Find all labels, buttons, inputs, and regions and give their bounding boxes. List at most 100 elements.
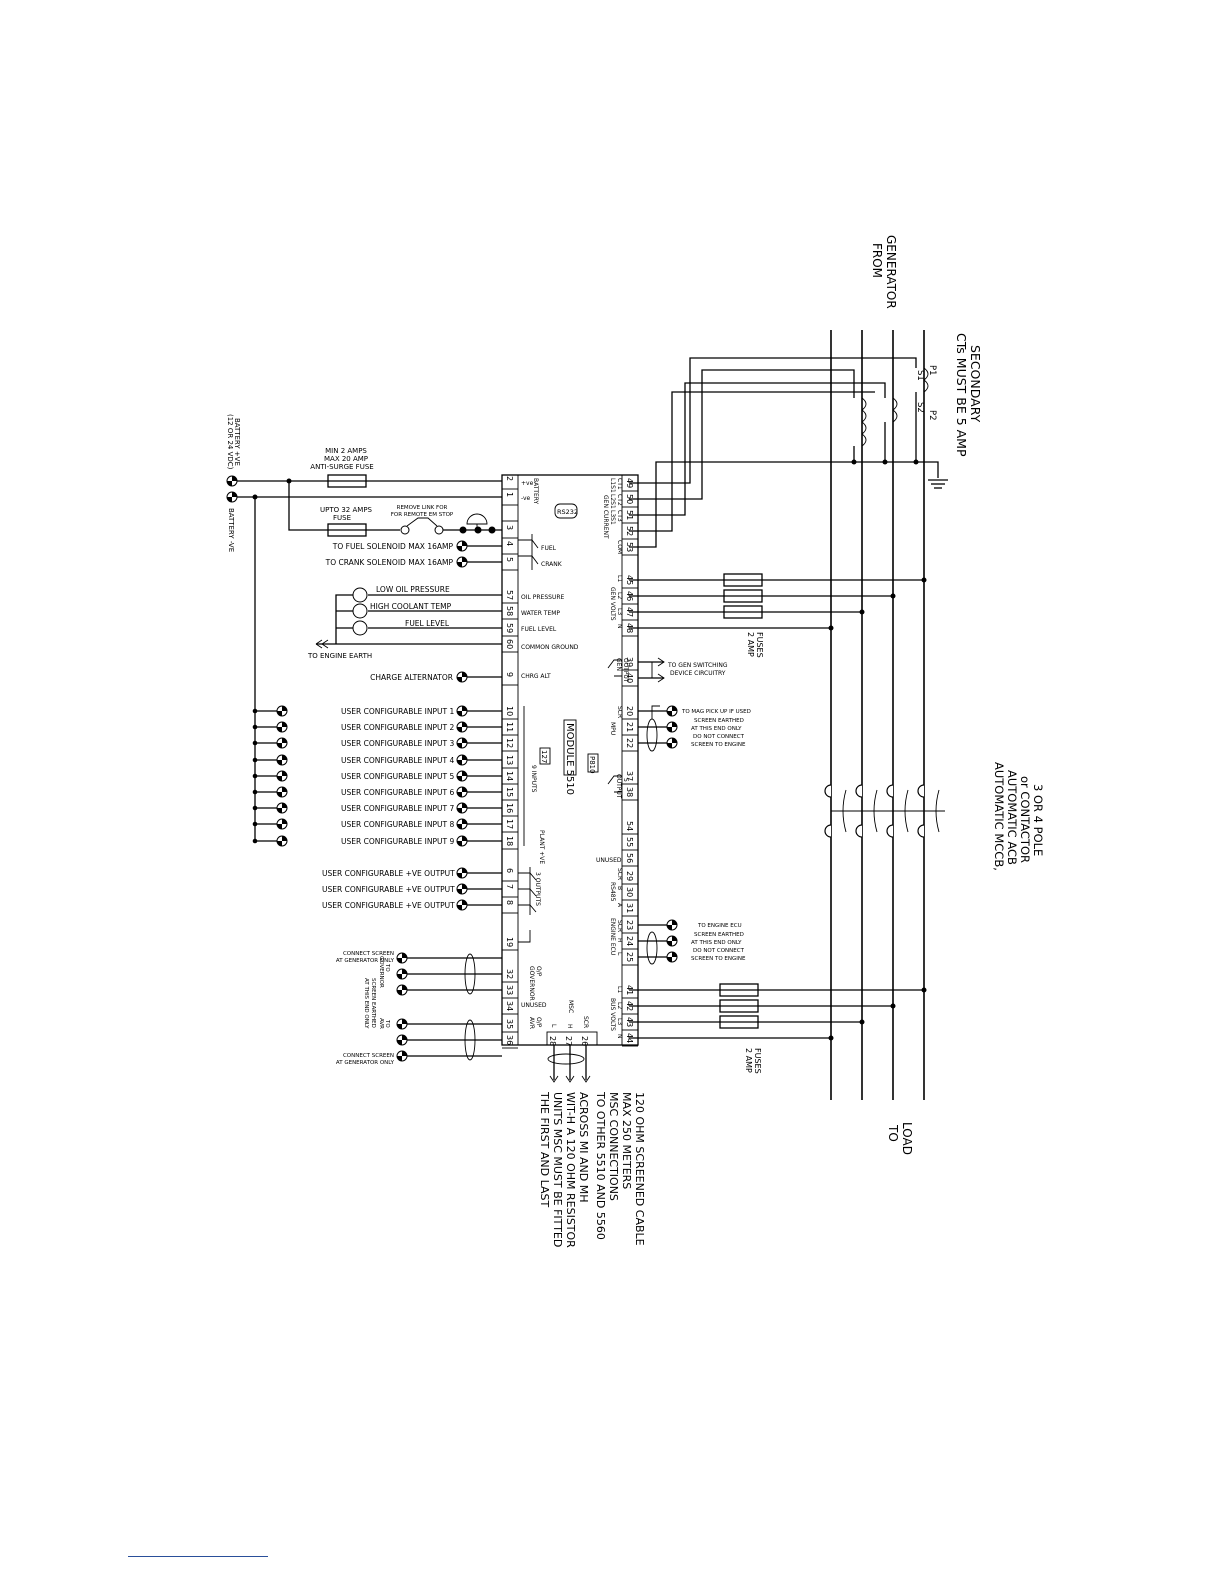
input-label: USER CONFIGURABLE INPUT 6 bbox=[341, 788, 454, 797]
terminal-number: 4 bbox=[505, 541, 514, 546]
svg-text:ENGINE ECU: ENGINE ECU bbox=[609, 918, 616, 955]
svg-text:26: 26 bbox=[580, 1036, 589, 1046]
input-label: USER CONFIGURABLE INPUT 2 bbox=[341, 723, 454, 732]
svg-text:3 OUTPUTS: 3 OUTPUTS bbox=[534, 872, 541, 906]
svg-text:TO GEN SWITCHING: TO GEN SWITCHING bbox=[667, 662, 728, 669]
svg-text:L3S1: L3S1 bbox=[609, 510, 616, 525]
svg-text:MODULE 5510: MODULE 5510 bbox=[564, 723, 575, 795]
terminal-number: 21 bbox=[625, 722, 634, 732]
svg-text:CHRG ALT: CHRG ALT bbox=[521, 673, 551, 680]
terminal-number: 40 bbox=[625, 673, 634, 683]
terminal-number: 57 bbox=[505, 590, 514, 600]
terminal-number: 55 bbox=[625, 837, 634, 847]
svg-text:FUEL LEVEL: FUEL LEVEL bbox=[405, 619, 450, 628]
input-label: USER CONFIGURABLE INPUT 9 bbox=[341, 837, 454, 846]
svg-text:CHARGE ALTERNATOR: CHARGE ALTERNATOR bbox=[370, 673, 453, 682]
svg-text:L3: L3 bbox=[616, 1018, 623, 1025]
sensor-wiring: LOW OIL PRESSURE HIGH COOLANT TEMP FUEL … bbox=[307, 585, 502, 660]
svg-text:CT3: CT3 bbox=[616, 510, 623, 522]
svg-text:L1: L1 bbox=[616, 575, 623, 582]
terminal-number: 42 bbox=[625, 1001, 634, 1011]
terminal-number: 10 bbox=[505, 706, 514, 716]
svg-text:CT1: CT1 bbox=[616, 478, 623, 490]
svg-text:L2: L2 bbox=[616, 592, 623, 599]
svg-text:SCR: SCR bbox=[616, 868, 623, 880]
output-label: USER CONFIGURABLE +VE OUTPUT bbox=[322, 885, 455, 894]
svg-text:-ve: -ve bbox=[521, 495, 531, 502]
ct-coils: P1 S1 S2 P2 bbox=[861, 365, 937, 447]
terminal-number: 22 bbox=[625, 738, 634, 748]
svg-text:THE FIRST AND LASTUNITS MSC MU: THE FIRST AND LASTUNITS MSC MUST BE FITT… bbox=[538, 1091, 590, 1248]
terminal-number: 35 bbox=[505, 1019, 514, 1029]
gen-switching-wiring: TO GEN SWITCHING DEVICE CIRCUITRY bbox=[607, 657, 728, 793]
svg-text:L: L bbox=[550, 1024, 557, 1028]
battery-wiring: BATTERY +VE(12 OR 24 VDC) BATTERY -VE MI… bbox=[226, 414, 502, 843]
output-label: USER CONFIGURABLE +VE OUTPUT bbox=[322, 869, 455, 878]
svg-text:S1: S1 bbox=[915, 370, 925, 381]
inner-left-labels: BATTERY +ve -ve FUEL CRANK OIL PRESSURE … bbox=[521, 478, 579, 1029]
terminal-number: 2 bbox=[505, 476, 514, 481]
terminal-number: 41 bbox=[625, 985, 634, 995]
terminal-number: 45 bbox=[625, 575, 634, 585]
svg-text:N: N bbox=[616, 1034, 623, 1039]
input-label: USER CONFIGURABLE INPUT 1 bbox=[341, 707, 454, 716]
svg-text:N: N bbox=[616, 624, 623, 629]
terminal-number: 20 bbox=[625, 706, 634, 716]
svg-text:SCREEN EARTHEDAT THIS END ONLY: SCREEN EARTHEDAT THIS END ONLY bbox=[363, 978, 376, 1029]
svg-text:L: L bbox=[616, 952, 623, 956]
svg-text:9 INPUTS: 9 INPUTS bbox=[530, 765, 537, 793]
terminal-number: 50 bbox=[625, 494, 634, 504]
solenoid-wiring: TO FUEL SOLENOID MAX 16AMP TO CRANK SOLE… bbox=[325, 540, 502, 568]
svg-text:P2: P2 bbox=[927, 410, 937, 421]
terminals-bottom: 28 27 26 bbox=[548, 1036, 589, 1046]
battery-terminal-icons bbox=[226, 475, 238, 503]
svg-text:L2S1: L2S1 bbox=[609, 494, 616, 509]
inner-right-labels: CT1 CT2 CT3 COM L1S1 L2S1 L3S1 GEN CURRE… bbox=[550, 478, 629, 1039]
terminal-number: 5 bbox=[505, 557, 514, 562]
svg-text:BATTERY: BATTERY bbox=[532, 478, 539, 505]
svg-text:H: H bbox=[566, 1024, 573, 1029]
terminal-number: 48 bbox=[625, 623, 634, 633]
svg-text:OUTPUT5: OUTPUT5 bbox=[615, 774, 629, 799]
charge-alt-wiring: CHARGE ALTERNATOR bbox=[370, 671, 502, 683]
terminal-number: 30 bbox=[625, 887, 634, 897]
gov-avr-terminal-icons bbox=[396, 952, 408, 1062]
terminal-number: 52 bbox=[625, 526, 634, 536]
output-label: USER CONFIGURABLE +VE OUTPUT bbox=[322, 901, 455, 910]
terminal-number: 18 bbox=[505, 836, 514, 846]
svg-text:127: 127 bbox=[540, 750, 548, 763]
svg-text:RS485: RS485 bbox=[609, 882, 616, 902]
terminal-number: 37 bbox=[625, 771, 634, 781]
svg-text:CRANK: CRANK bbox=[541, 561, 563, 568]
input-label: USER CONFIGURABLE INPUT 8 bbox=[341, 820, 454, 829]
generator-busbars bbox=[830, 330, 925, 1100]
svg-text:+ve: +ve bbox=[521, 480, 534, 487]
gen-volts-fuses: 2 AMPFUSES bbox=[629, 573, 927, 658]
terminal-number: 38 bbox=[625, 787, 634, 797]
terminal-number: 39 bbox=[625, 657, 634, 667]
terminal-number: 32 bbox=[505, 969, 514, 979]
svg-text:MSC: MSC bbox=[567, 1000, 574, 1013]
terminal-number: 15 bbox=[505, 787, 514, 797]
svg-text:H: H bbox=[616, 938, 623, 943]
terminal-number: 11 bbox=[505, 722, 514, 732]
terminal-number: 56 bbox=[625, 853, 634, 863]
mpu-terminal-icons bbox=[666, 705, 678, 749]
svg-text:P1: P1 bbox=[927, 365, 937, 376]
solenoid-terminal-icons bbox=[456, 540, 468, 568]
svg-text:FUEL LEVEL: FUEL LEVEL bbox=[521, 626, 557, 633]
svg-text:S2: S2 bbox=[915, 402, 925, 413]
footer-rule bbox=[128, 1556, 268, 1557]
svg-text:2 AMPFUSES: 2 AMPFUSES bbox=[744, 1048, 762, 1074]
bus-volts-fuses: 2 AMPFUSES bbox=[629, 983, 927, 1074]
terminal-number: 59 bbox=[505, 623, 514, 633]
terminal-number: 23 bbox=[625, 920, 634, 930]
terminal-number: 19 bbox=[505, 937, 514, 947]
terminal-number: 34 bbox=[505, 1001, 514, 1011]
